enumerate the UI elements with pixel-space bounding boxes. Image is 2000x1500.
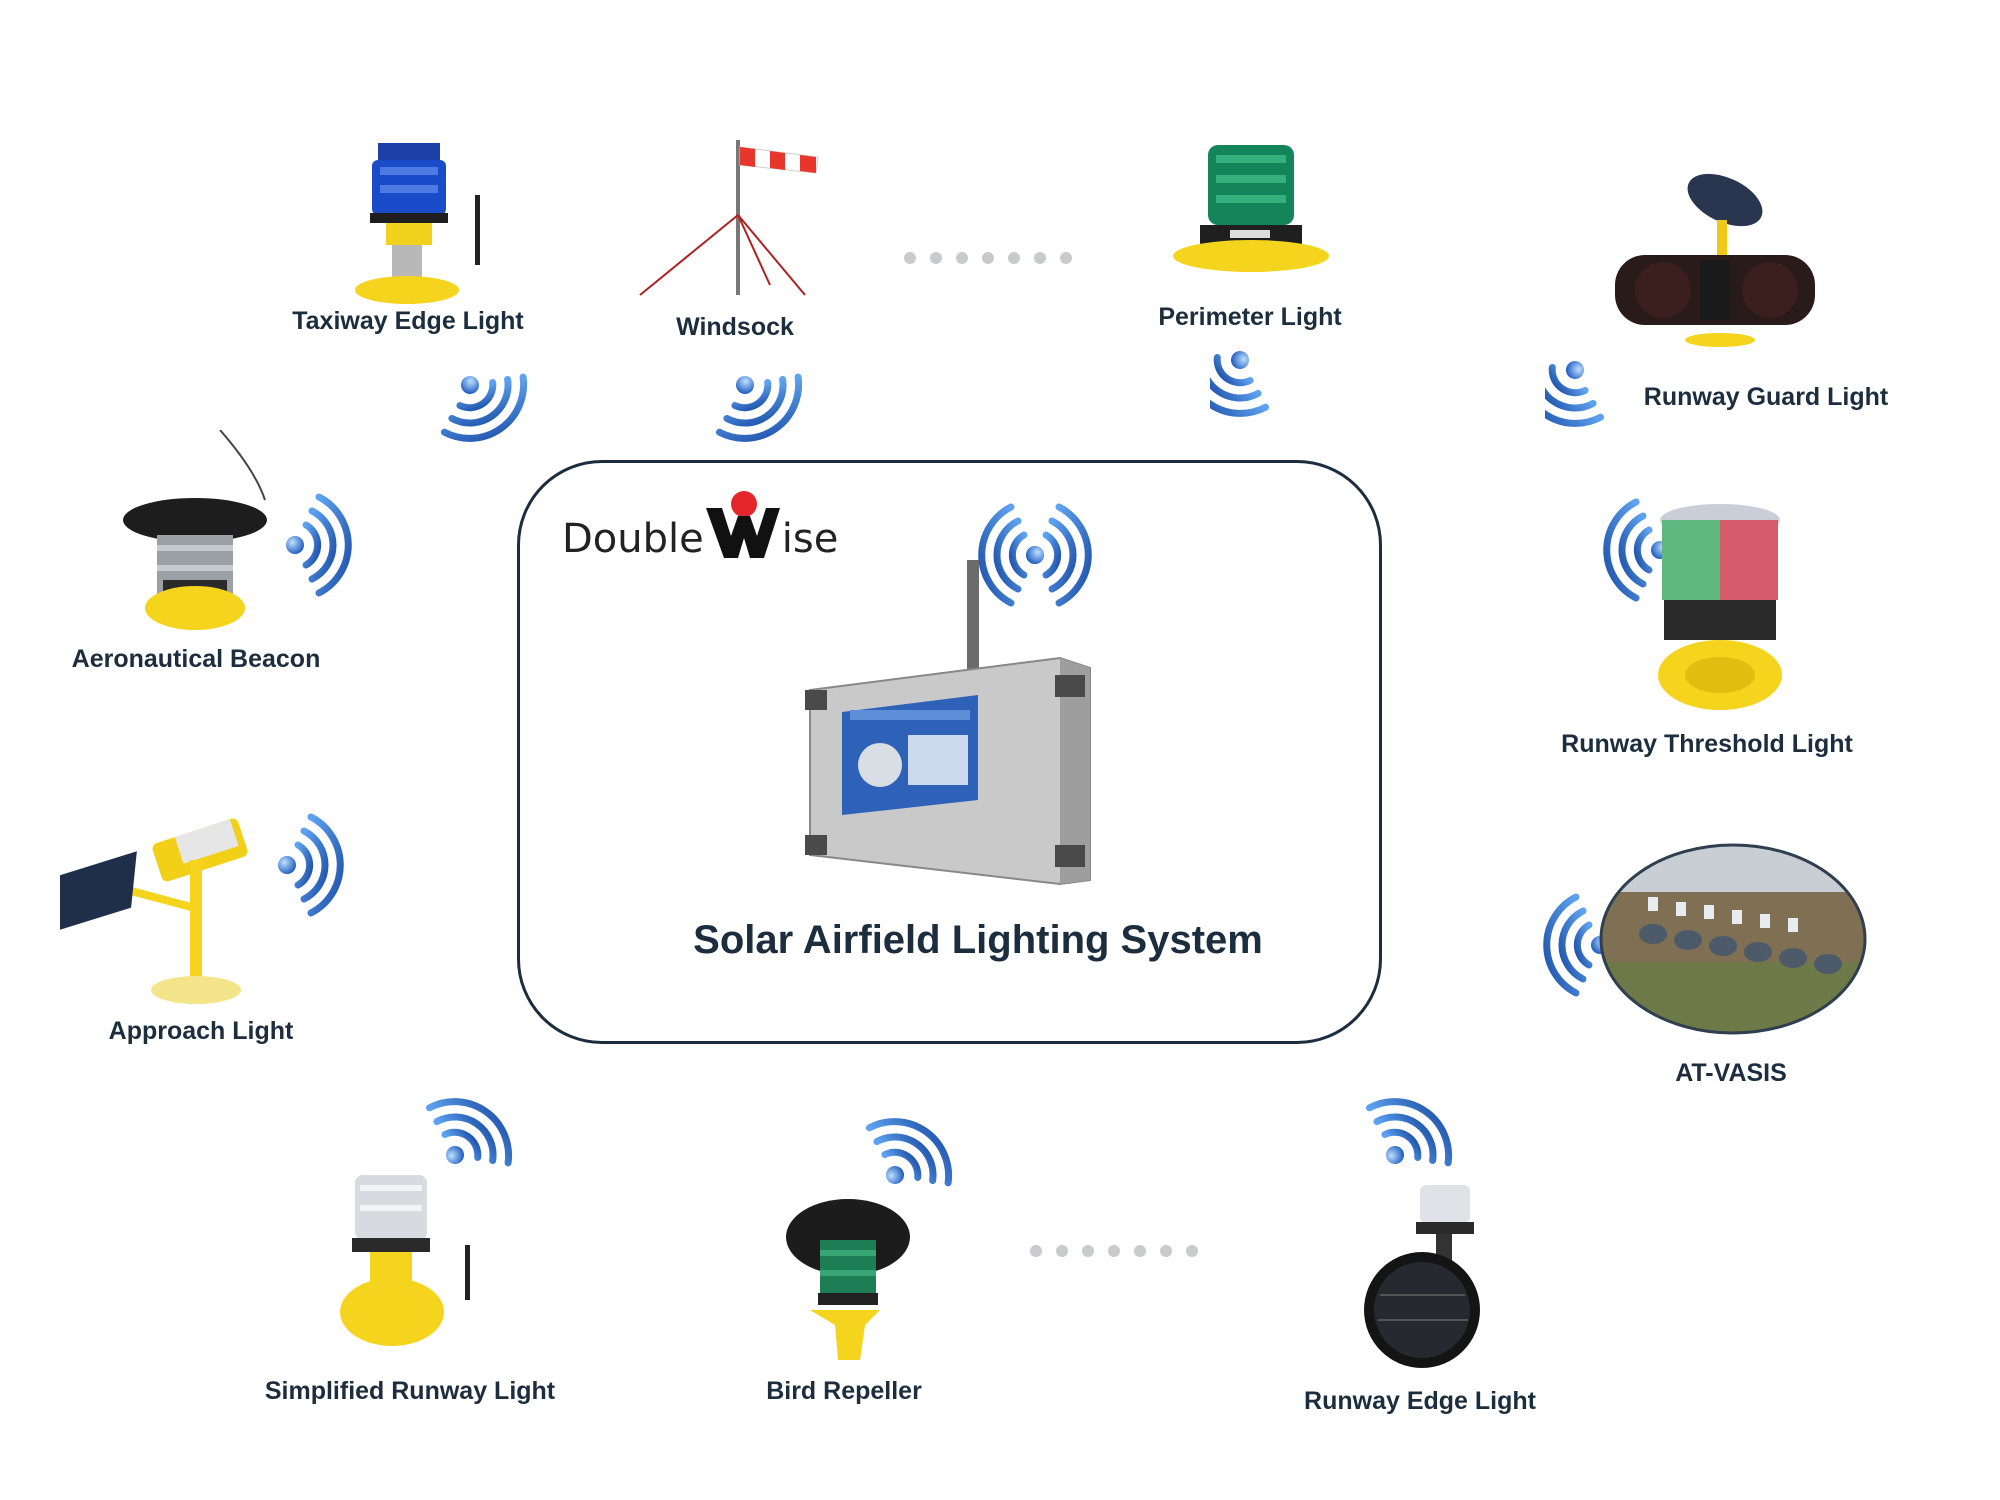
runway-threshold-light-image	[1658, 504, 1782, 710]
approach-light-image	[60, 818, 248, 1004]
wireless-signal-icon	[865, 1115, 955, 1205]
wireless-signal-icon	[1210, 330, 1300, 420]
runway-edge-light-label: Runway Edge Light	[1304, 1387, 1536, 1415]
windsock-label: Windsock	[676, 313, 794, 341]
perimeter-light-image	[1173, 145, 1329, 272]
at-vasis-image	[1599, 843, 1867, 1035]
brand-logo-text-ise: ise	[781, 516, 839, 562]
runway-threshold-light-label: Runway Threshold Light	[1561, 730, 1853, 758]
system-title: Solar Airfield Lighting System	[693, 918, 1263, 962]
runway-guard-light-label: Runway Guard Light	[1643, 383, 1889, 411]
approach-light-label: Approach Light	[108, 1017, 294, 1045]
bird-repeller-image	[786, 1199, 910, 1360]
taxiway-edge-light-image	[355, 143, 480, 304]
runway-guard-light-image	[1615, 173, 1815, 347]
aeronautical-beacon-image	[123, 430, 267, 630]
at-vasis-label: AT-VASIS	[1675, 1059, 1787, 1087]
brand-logo-text-double: Double	[562, 516, 704, 562]
wireless-signal-icon	[1365, 1095, 1455, 1185]
runway-edge-light-image	[1364, 1185, 1480, 1368]
aeronautical-beacon-label: Aeronautical Beacon	[71, 645, 321, 673]
wireless-signal-icon	[715, 355, 805, 445]
wireless-signal-icon	[272, 810, 362, 920]
bird-repeller-label: Bird Repeller	[766, 1377, 922, 1405]
ellipsis-icon	[1030, 1245, 1198, 1257]
brand-logo: Double ise	[562, 488, 838, 562]
windsock-image	[639, 140, 819, 296]
controller-unit	[805, 560, 1091, 886]
taxiway-edge-light-label: Taxiway Edge Light	[292, 307, 524, 335]
simplified-runway-light-label: Simplified Runway Light	[264, 1377, 556, 1405]
wireless-signal-icon	[280, 490, 370, 600]
wireless-signal-icon	[1545, 340, 1635, 430]
logo-w-icon	[704, 488, 782, 562]
ellipsis-icon	[904, 252, 1072, 264]
perimeter-light-label: Perimeter Light	[1158, 303, 1342, 331]
simplified-runway-light-image	[340, 1175, 470, 1346]
wireless-signal-icon	[440, 355, 530, 445]
